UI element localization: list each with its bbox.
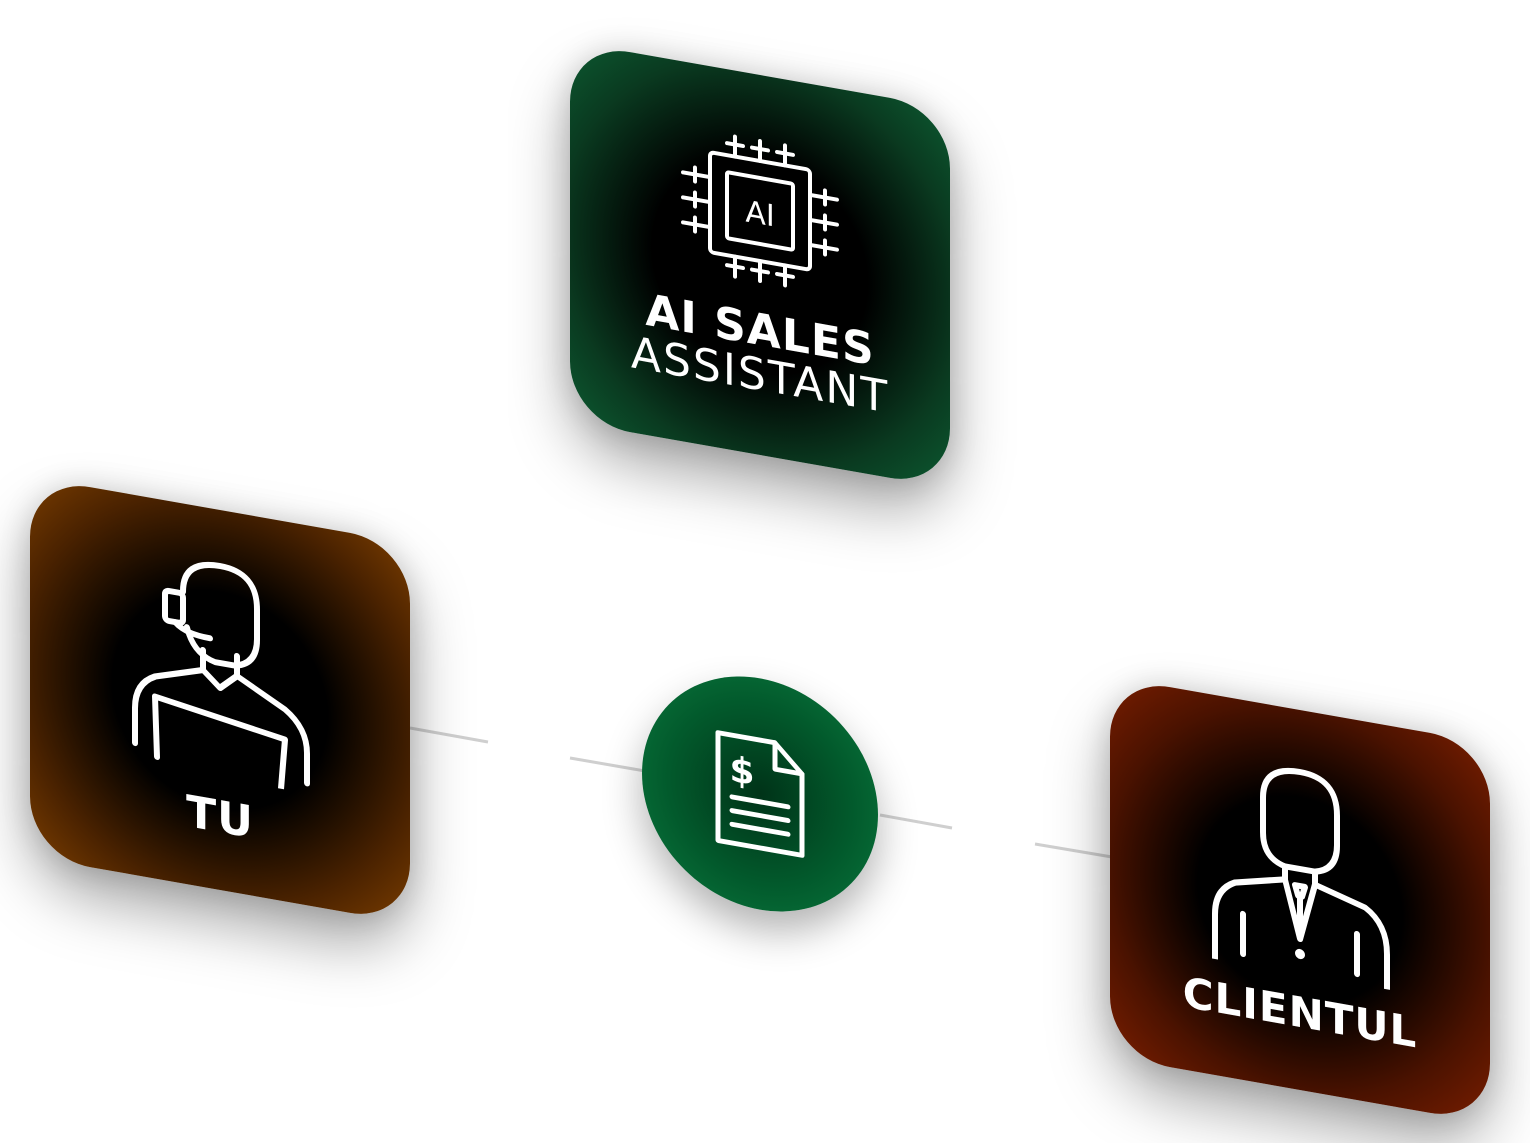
- headset-agent-icon: [125, 541, 315, 795]
- ai-chip-text: AI: [745, 195, 774, 235]
- ai-chip-icon: AI: [675, 116, 845, 306]
- businessman-icon: [1205, 747, 1395, 991]
- tu-node-label: TU: [186, 785, 254, 849]
- invoice-dollar-icon: $: [710, 726, 810, 861]
- dollar-symbol: $: [729, 749, 754, 794]
- tu-node: TU: [30, 476, 410, 924]
- center-document-node: $: [642, 657, 878, 931]
- ai-sales-assistant-node: AI AI SALES ASSISTANT: [570, 41, 950, 489]
- clientul-node: CLIENTUL: [1110, 676, 1490, 1124]
